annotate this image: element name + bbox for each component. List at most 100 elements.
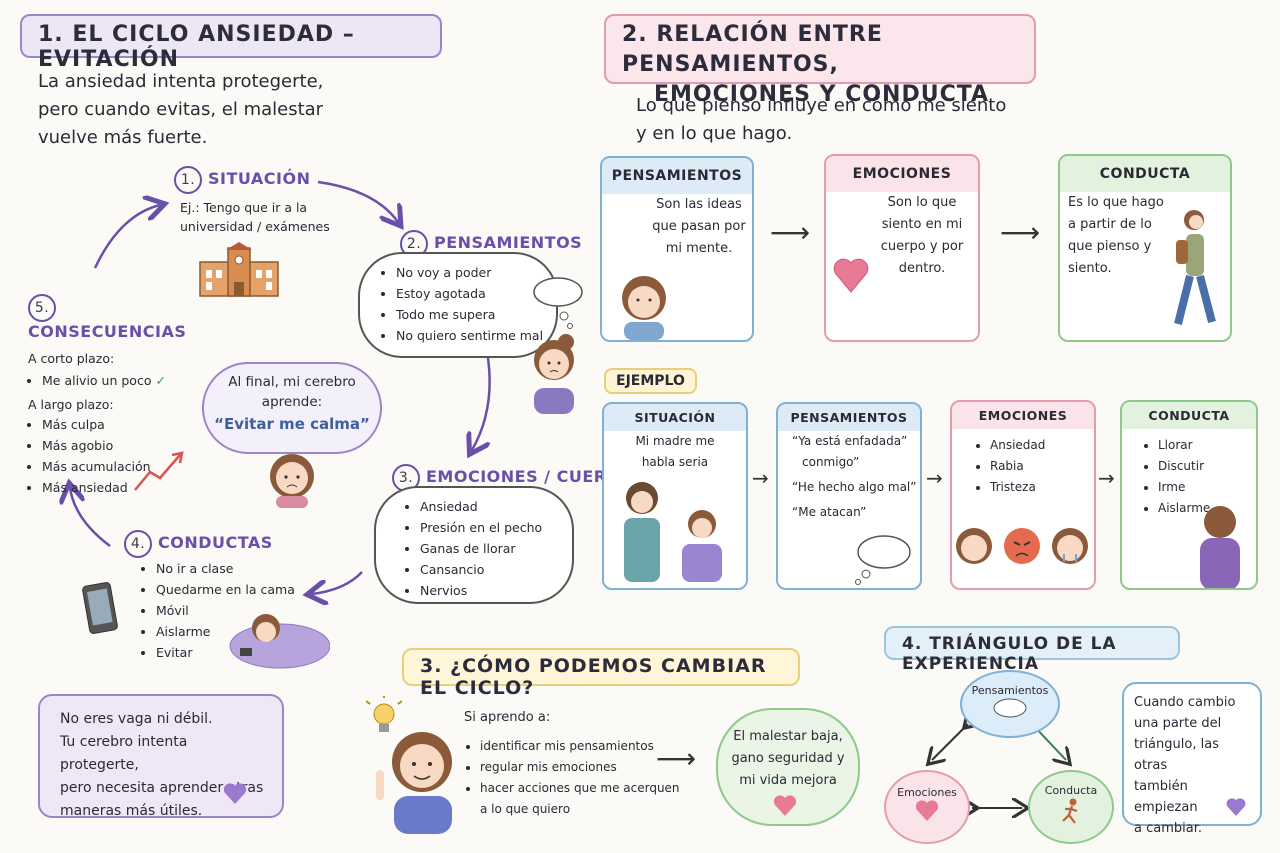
emotions-cloud: Ansiedad Presión en el pecho Ganas de ll… bbox=[374, 486, 574, 604]
card-emociones: EMOCIONES Son lo que siento en mi cuerpo… bbox=[824, 154, 980, 342]
text-line: siento en mi bbox=[881, 217, 963, 232]
arrow-right-icon: → bbox=[1098, 466, 1115, 490]
step-conductas-title: 4.CONDUCTAS bbox=[124, 530, 273, 558]
list-item: Llorar bbox=[1158, 435, 1256, 456]
list-item-text: Me alivio un poco bbox=[42, 373, 152, 388]
triangle-node-emociones: Emociones bbox=[884, 770, 970, 844]
list-item: Más culpa bbox=[42, 414, 218, 435]
list-item: hacer acciones que me acerquen bbox=[480, 778, 680, 799]
card-title: EMOCIONES bbox=[826, 156, 978, 192]
heart-icon bbox=[773, 795, 797, 816]
example-pensamientos: PENSAMIENTOS “Ya está enfadada” conmigo”… bbox=[776, 402, 922, 590]
intro-line: Lo que pienso influye en cómo me siento bbox=[636, 95, 1007, 116]
example-conducta: CONDUCTA Llorar Discutir Irme Aislarme bbox=[1120, 400, 1258, 590]
heart-icon bbox=[223, 783, 247, 804]
section3-list: identificar mis pensamientos regular mis… bbox=[466, 736, 680, 820]
section3-lead: Si aprendo a: bbox=[464, 710, 551, 725]
title-line: 2. RELACIÓN ENTRE PENSAMIENTOS, bbox=[622, 22, 883, 77]
text-line: “Me atacan” bbox=[792, 505, 867, 519]
node-label: Emociones bbox=[897, 786, 957, 799]
arrow-right-icon: ⟶ bbox=[770, 216, 811, 249]
list-item: Rabia bbox=[990, 456, 1094, 477]
text-line: mi vida mejora bbox=[739, 773, 837, 788]
text-line: cuerpo y por bbox=[880, 239, 964, 254]
intro-line: pero cuando evitas, el malestar bbox=[38, 99, 324, 120]
card-pensamientos: PENSAMIENTOS Son las ideas que pasan por… bbox=[600, 156, 754, 342]
step-title: 1.SITUACIÓN bbox=[174, 166, 374, 194]
text-line: “Ya está enfadada” bbox=[792, 434, 908, 448]
step-number: 4. bbox=[124, 530, 152, 558]
list-item: Más acumulación bbox=[42, 456, 218, 477]
walking-girl-icon bbox=[1174, 210, 1216, 325]
triangle-note: Cuando cambio una parte del triángulo, l… bbox=[1122, 682, 1262, 836]
triangle-node-pensamientos: Pensamientos bbox=[960, 670, 1060, 738]
arrow-1-to-2 bbox=[317, 180, 398, 222]
card-title: EMOCIONES bbox=[952, 402, 1094, 429]
arrow-4-to-5 bbox=[70, 488, 111, 548]
phone-icon bbox=[82, 582, 118, 634]
heart-icon bbox=[915, 800, 939, 821]
thinking-girl-icon bbox=[622, 276, 666, 340]
example-situacion: SITUACIÓN Mi madre me habla seria bbox=[602, 402, 748, 590]
step-text: Ej.: Tengo que ir a la universidad / exá… bbox=[180, 198, 374, 236]
text-line: Ej.: Tengo que ir a la bbox=[180, 200, 308, 215]
intro-line: y en lo que hago. bbox=[636, 123, 793, 144]
long-term-label: A largo plazo: bbox=[28, 397, 114, 412]
node-label: Pensamientos bbox=[971, 684, 1049, 697]
arrow-5-to-1 bbox=[93, 205, 160, 269]
text-line: “He hecho algo mal” bbox=[792, 480, 917, 494]
card-body: Son lo que siento en mi cuerpo y por den… bbox=[826, 192, 978, 280]
list-item: Discutir bbox=[1158, 456, 1256, 477]
quote: “Evitar me calma” bbox=[214, 415, 370, 433]
arrow-3-to-4 bbox=[312, 571, 363, 594]
text-line: también empiezan bbox=[1134, 779, 1198, 815]
text-line: Son lo que bbox=[887, 195, 957, 210]
list-item: Aislarme bbox=[156, 621, 295, 642]
list-item: No ir a clase bbox=[156, 558, 295, 579]
section1-intro: La ansiedad intenta protegerte, pero cua… bbox=[38, 68, 358, 152]
text-line: maneras más útiles. bbox=[60, 803, 203, 819]
list-item: a lo que quiero bbox=[480, 802, 571, 816]
list-item: Quedarme en la cama bbox=[156, 579, 295, 600]
list-item: Aislarme bbox=[1158, 498, 1256, 519]
card-title: SITUACIÓN bbox=[604, 404, 746, 431]
emotion-faces-icon bbox=[956, 528, 1088, 564]
ejemplo-label: EJEMPLO bbox=[604, 368, 697, 394]
lightbulb-icon bbox=[366, 696, 402, 732]
arrow-2-to-3 bbox=[472, 357, 491, 450]
step-number: 5. bbox=[28, 294, 56, 322]
list-item: Ansiedad bbox=[420, 496, 562, 517]
list-item: Ganas de llorar bbox=[420, 538, 562, 559]
list-item: Tristeza bbox=[990, 477, 1094, 498]
worried-girl-icon bbox=[534, 334, 574, 414]
text-line: gano seguridad y bbox=[731, 751, 845, 766]
arrow-right-icon: → bbox=[752, 466, 769, 490]
example-emociones: EMOCIONES Ansiedad Rabia Tristeza bbox=[950, 400, 1096, 590]
section2-title: 2. RELACIÓN ENTRE PENSAMIENTOS, EMOCIONE… bbox=[604, 14, 1036, 107]
rising-arrow-icon bbox=[134, 454, 181, 491]
card-body: Mi madre me habla seria bbox=[604, 431, 746, 473]
list-item: Ansiedad bbox=[990, 435, 1094, 456]
text-line: El malestar baja, bbox=[733, 729, 843, 744]
list-item: Más ansiedad bbox=[42, 477, 218, 498]
thought-bubble-icon bbox=[533, 277, 583, 329]
list-item: Más agobio bbox=[42, 435, 218, 456]
step-label: PENSAMIENTOS bbox=[434, 233, 583, 252]
text-line: aprende: bbox=[261, 394, 323, 410]
pointing-girl-icon bbox=[376, 732, 452, 834]
text-line: habla seria bbox=[641, 455, 709, 469]
list-item: Cansancio bbox=[420, 559, 562, 580]
list-item: Irme bbox=[1158, 477, 1256, 498]
mother-and-daughter-icon bbox=[624, 482, 722, 582]
text-line: Cuando cambio bbox=[1134, 695, 1236, 710]
list-item: Todo me supera bbox=[396, 304, 546, 325]
step-label: EMOCIONES / CUERPO bbox=[426, 467, 633, 486]
step-label: SITUACIÓN bbox=[208, 169, 311, 188]
conductas-list: No ir a clase Quedarme en la cama Móvil … bbox=[142, 558, 295, 663]
section3-title: 3. ¿CÓMO PODEMOS CAMBIAR EL CICLO? bbox=[402, 648, 800, 699]
thought-cloud-icon bbox=[993, 698, 1027, 718]
step-label: CONSECUENCIAS bbox=[28, 322, 187, 341]
list-item: identificar mis pensamientos bbox=[480, 736, 680, 757]
card-body: “Ya está enfadada” conmigo” “He hecho al… bbox=[778, 431, 920, 523]
text-line: No eres vaga ni débil. bbox=[60, 711, 213, 727]
